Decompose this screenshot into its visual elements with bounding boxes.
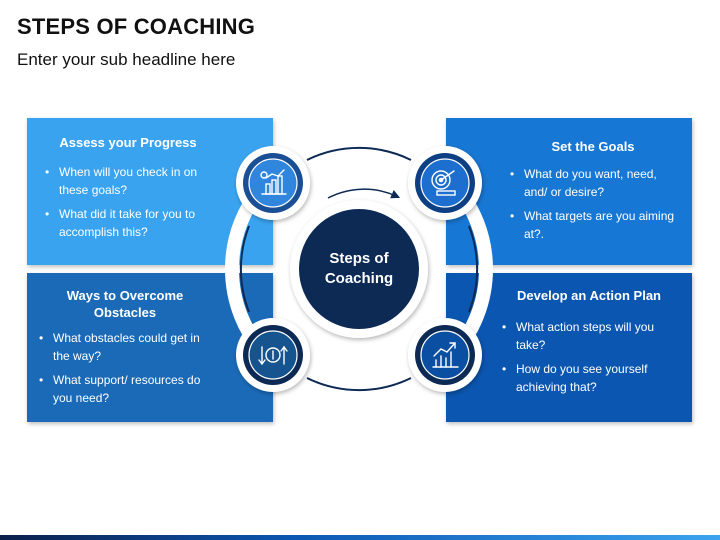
badge-action-plan <box>408 318 482 392</box>
center-label: Steps of Coaching <box>299 229 419 309</box>
step-title: Develop an Action Plan <box>517 288 661 303</box>
step-bullet: What do you want, need, and/ or desire? <box>510 165 676 201</box>
step-title: Ways to Overcome Obstacles <box>66 288 184 320</box>
step-title: Assess your Progress <box>59 135 197 150</box>
connector-arc-right <box>468 225 479 313</box>
step-bullet: What action steps will you take? <box>502 318 676 354</box>
connector-arc-bottom <box>306 377 412 392</box>
step-bullet: What did it take for you to accomplish t… <box>45 205 211 241</box>
badge-assess-progress <box>236 146 310 220</box>
step-bullet: How do you see yourself achieving that? <box>502 360 676 396</box>
money-obstacle-icon <box>258 345 288 366</box>
progress-chart-icon <box>260 169 287 195</box>
center-hub <box>299 209 419 329</box>
badge-set-goals <box>408 146 482 220</box>
connector-arc-top <box>306 146 412 161</box>
bottom-accent-bar <box>0 535 720 540</box>
connector-arc-left <box>239 225 250 313</box>
step-bullet: When will you check in on these goals? <box>45 163 211 199</box>
step-card-action-plan: Develop an Action Plan What action steps… <box>446 273 692 422</box>
step-bullet: What support/ resources do you need? <box>39 371 211 407</box>
page-title: STEPS OF COACHING <box>17 14 256 39</box>
center-label-line-1: Steps of <box>329 250 389 267</box>
step-card-assess-progress: Assess your Progress When will you check… <box>27 118 273 265</box>
cycle-arrow <box>327 188 401 199</box>
badge-overcome-obstacles <box>236 318 310 392</box>
outer-ring <box>225 135 493 403</box>
page-subtitle: Enter your sub headline here <box>17 50 236 69</box>
step-bullet: What targets are you aiming at?. <box>510 207 676 243</box>
goal-target-icon <box>431 170 456 196</box>
step-title: Set the Goals <box>551 139 635 154</box>
center-label-line-2: Coaching <box>324 270 394 287</box>
growth-chart-icon <box>432 342 459 368</box>
step-bullet: What obstacles could get in the way? <box>39 329 211 365</box>
